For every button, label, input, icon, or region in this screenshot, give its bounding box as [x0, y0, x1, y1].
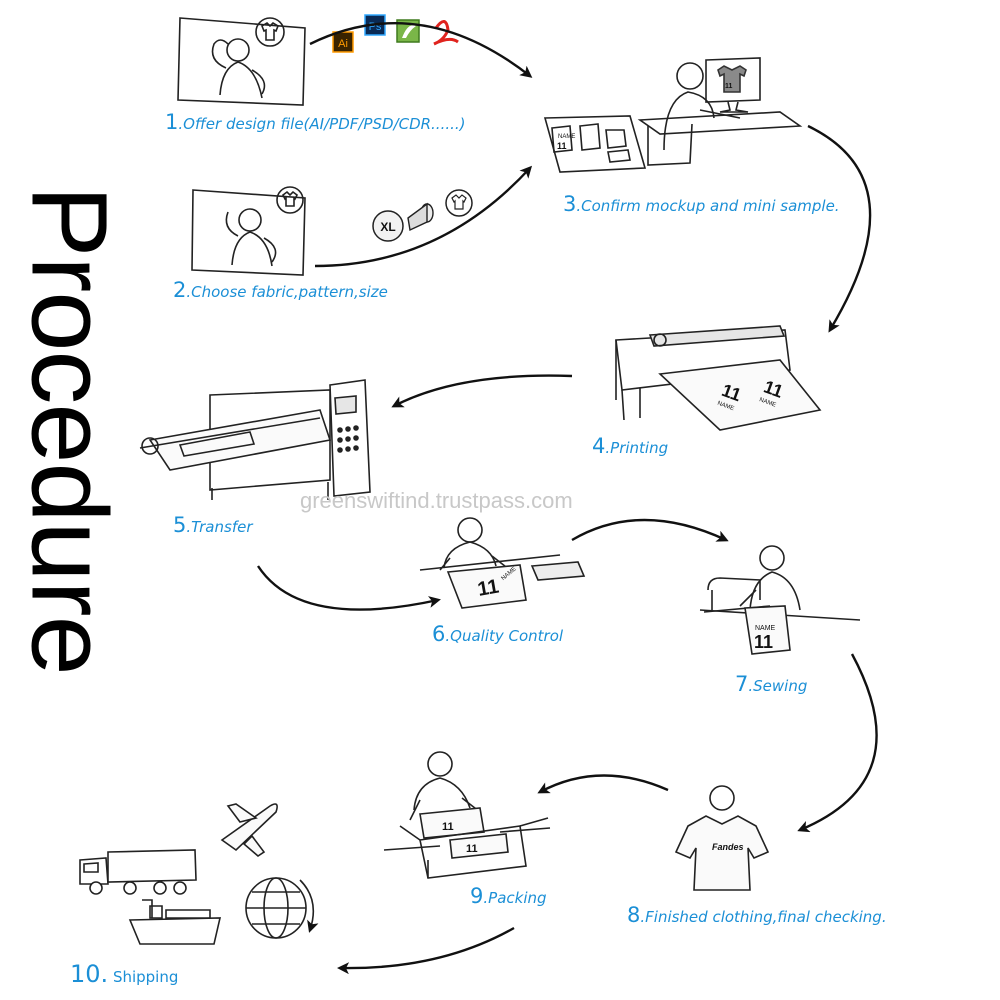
step7-illustration: NAME 11	[699, 545, 861, 655]
box-icon: 11	[399, 817, 549, 879]
arrow-3-to-4	[807, 124, 872, 333]
monitor-icon: 11	[705, 57, 761, 113]
desk-shape	[637, 111, 803, 135]
step5-illustration	[139, 379, 371, 500]
fabric-stack	[530, 561, 586, 581]
fabric-roll-icon	[407, 202, 434, 232]
cdr-file-icon	[396, 19, 420, 43]
shirt-brand-label: Fandes	[712, 842, 744, 852]
arrow-7-to-8	[797, 653, 878, 833]
step-label-3: 3.Confirm mockup and mini sample.	[563, 192, 840, 216]
step2-illustration	[191, 186, 306, 276]
globe-icon	[245, 877, 319, 939]
shirt-icon	[445, 189, 473, 217]
step8-illustration: Fandes	[674, 785, 770, 891]
sewing-jersey-number: 11	[754, 632, 773, 652]
step-label-5: 5.Transfer	[173, 513, 253, 537]
size-badge-icon: XL	[372, 210, 404, 242]
mockup-sheet	[543, 115, 647, 173]
step-label-2: 2.Choose fabric,pattern,size	[173, 278, 388, 302]
ai-file-icon: Ai	[332, 31, 354, 53]
step-label-1: 1.Offer design file(AI/PDF/PSD/CDR......…	[165, 110, 466, 134]
frame-shape	[191, 189, 306, 276]
svg-text:11: 11	[466, 843, 478, 855]
mockup-shirt	[551, 125, 573, 153]
qc-jersey-number: 11	[476, 576, 501, 601]
person-icon	[225, 208, 277, 267]
step3-illustration: NAME 11 11	[543, 57, 803, 173]
step-label-7: 7.Sewing	[735, 672, 808, 696]
step-label-4: 4.Printing	[592, 434, 669, 458]
file-type-icons: Ai Ps	[332, 14, 459, 53]
step9-illustration: 11 11	[383, 751, 551, 879]
svg-text:11: 11	[557, 141, 567, 151]
shirt-icon	[255, 17, 285, 47]
size-badge-label: XL	[380, 220, 395, 234]
airplane-icon	[220, 803, 278, 858]
printer-icon	[615, 325, 822, 431]
heat-press-icon	[139, 379, 371, 500]
step1-illustration	[177, 17, 306, 106]
svg-text:NAME: NAME	[758, 397, 776, 409]
ship-icon	[128, 899, 222, 945]
step-label-9: 9.Packing	[470, 884, 547, 908]
step-label-8: 8.Finished clothing,final checking.	[627, 903, 887, 927]
ai-file-label: Ai	[338, 38, 348, 50]
arrow-6-to-7	[571, 518, 729, 542]
svg-text:11: 11	[725, 83, 733, 90]
fabric-options-icons: XL	[372, 189, 473, 242]
step4-illustration: 11 NAME 11 NAME	[615, 325, 822, 431]
svg-text:NAME: NAME	[716, 401, 734, 413]
step10-illustration	[79, 803, 319, 945]
arrow-4-to-5	[391, 374, 573, 408]
truck-icon	[79, 849, 197, 895]
svg-text:11: 11	[442, 821, 454, 833]
arrow-5-to-6	[256, 565, 441, 611]
pdf-file-icon	[433, 20, 459, 46]
svg-text:NAME: NAME	[755, 625, 776, 632]
arrow-1-to-3	[309, 21, 533, 78]
step6-illustration: 11 NAME	[419, 517, 586, 609]
person-icon	[663, 62, 741, 151]
frame-shape	[177, 17, 306, 106]
person-icon	[739, 545, 801, 611]
person-icon	[211, 38, 266, 99]
watermark: greenswiftind.trustpass.com	[300, 488, 573, 513]
arrow-9-to-10	[337, 926, 515, 975]
flow-arrows	[256, 21, 878, 975]
step-label-10: 10. Shipping	[70, 960, 179, 988]
arrow-8-to-9	[537, 774, 669, 794]
shirt-icon	[276, 186, 304, 214]
step-label-6: 6.Quality Control	[432, 622, 564, 646]
shirt-icon: Fandes	[674, 815, 770, 891]
svg-text:NAME: NAME	[558, 134, 575, 140]
arrow-2-to-3	[314, 165, 533, 268]
